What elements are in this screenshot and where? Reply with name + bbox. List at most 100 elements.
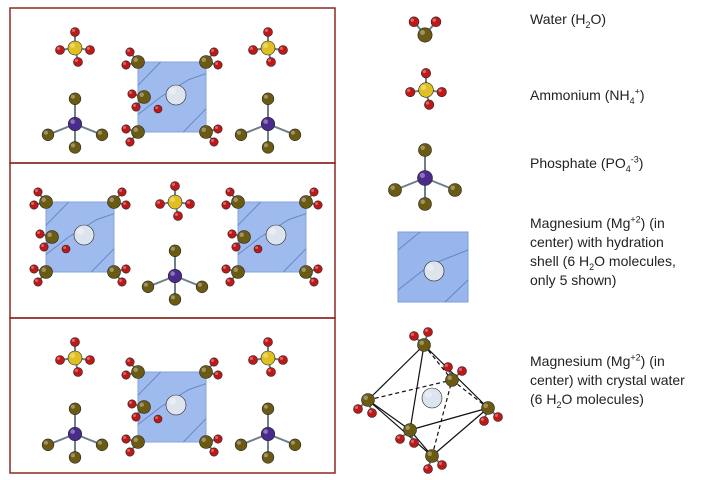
hydrogen-atom [231, 242, 241, 252]
nitrogen-atom [67, 350, 83, 366]
hydrogen-atom [221, 200, 231, 210]
atom-highlight [311, 279, 314, 282]
atom-highlight [424, 465, 428, 469]
atom-highlight [155, 106, 159, 109]
oxygen-atom [418, 143, 432, 157]
oxygen-atom [199, 55, 213, 69]
atom-highlight [315, 266, 318, 269]
oxygen-atom [237, 230, 251, 244]
ammonium-molecule [248, 337, 288, 377]
hydrogen-atom [29, 264, 39, 274]
hydrogen-atom [73, 57, 83, 67]
atom-highlight [109, 197, 114, 203]
atom-highlight [211, 449, 214, 452]
oxygen-atom [418, 197, 432, 211]
atom-highlight [133, 437, 139, 442]
legend-water-label: Water (H2O) [530, 11, 607, 30]
atom-highlight [31, 266, 34, 269]
atom-highlight [215, 126, 218, 129]
atom-highlight [447, 375, 452, 380]
atom-highlight [255, 246, 258, 250]
atom-highlight [70, 429, 75, 435]
hydrogen-atom [405, 87, 416, 98]
hydrogen-atom [153, 104, 163, 114]
hydrogen-atom [225, 187, 235, 197]
atom-highlight [264, 28, 268, 32]
atom-highlight [133, 57, 139, 62]
hydrogen-atom [170, 181, 180, 191]
ammonium-molecule [248, 27, 288, 67]
hydrogen-atom [131, 102, 141, 112]
oxygen-atom [388, 183, 402, 197]
hydrogen-atom [213, 124, 223, 134]
oxygen-atom [45, 230, 59, 244]
atom-highlight [56, 356, 60, 360]
atom-highlight [109, 267, 114, 272]
oxygen-atom [168, 244, 182, 257]
atom-highlight [363, 395, 368, 400]
atom-highlight [215, 62, 218, 65]
atom-highlight [396, 435, 400, 439]
hydrogen-atom [227, 229, 237, 239]
oxygen-atom [361, 393, 375, 407]
atom-highlight [267, 368, 271, 372]
atom-highlight [43, 130, 48, 135]
oxygen-atom [41, 438, 55, 451]
atom-highlight [171, 182, 175, 186]
ammonium-molecule [405, 68, 447, 110]
hydrogen-atom [278, 45, 288, 55]
hydrogen-atom [309, 277, 319, 287]
atom-highlight [139, 92, 145, 97]
phosphorus-atom [417, 170, 433, 186]
oxygen-atom [425, 449, 439, 463]
atom-highlight [70, 143, 75, 148]
hydrogen-atom [55, 45, 65, 55]
oxygen-atom [68, 402, 82, 415]
hydrogen-atom [35, 229, 45, 239]
atom-highlight [129, 401, 132, 404]
atom-highlight [201, 57, 207, 62]
atom-highlight [41, 244, 44, 247]
atom-highlight [170, 271, 175, 277]
atom-highlight [41, 267, 46, 272]
hydrogen-atom [209, 357, 219, 367]
atom-highlight [483, 403, 488, 408]
hydrogen-atom [424, 99, 435, 110]
hydrogen-atom [61, 244, 71, 254]
atom-highlight [480, 417, 484, 421]
atom-highlight [31, 202, 34, 205]
atom-highlight [427, 264, 434, 271]
oxygen-atom [299, 265, 313, 279]
hydrogen-atom [127, 89, 137, 99]
octahedron-edge [409, 344, 425, 431]
atom-highlight [444, 363, 448, 367]
atom-highlight [74, 58, 79, 62]
atom-highlight [263, 143, 269, 148]
atom-highlight [223, 266, 226, 269]
hydrogen-atom [121, 200, 131, 210]
octahedron-hidden-edge [451, 379, 489, 409]
phosphate-molecule [388, 143, 462, 211]
atom-highlight [405, 425, 410, 430]
octahedron-edge [367, 344, 425, 401]
hydrogen-atom [278, 355, 288, 365]
atom-highlight [425, 391, 432, 398]
atom-highlight [201, 367, 207, 372]
atom-highlight [458, 367, 462, 371]
water-molecule [408, 16, 442, 43]
hydrogen-atom [209, 47, 219, 57]
octahedron-edge [409, 407, 489, 431]
phosphorus-atom [67, 116, 83, 132]
hydrogen-atom [73, 367, 83, 377]
atom-highlight [432, 18, 436, 22]
hydrogen-atom [85, 45, 95, 55]
oxygen-atom [261, 402, 275, 415]
phosphorus-atom [67, 426, 83, 442]
oxygen-atom [68, 141, 82, 154]
hydrogen-atom [266, 367, 276, 377]
hydrogen-atom [70, 27, 80, 37]
atom-highlight [70, 453, 75, 458]
atom-highlight [35, 279, 38, 282]
atom-highlight [233, 244, 236, 247]
magnesium-hydration-shell [121, 47, 223, 147]
